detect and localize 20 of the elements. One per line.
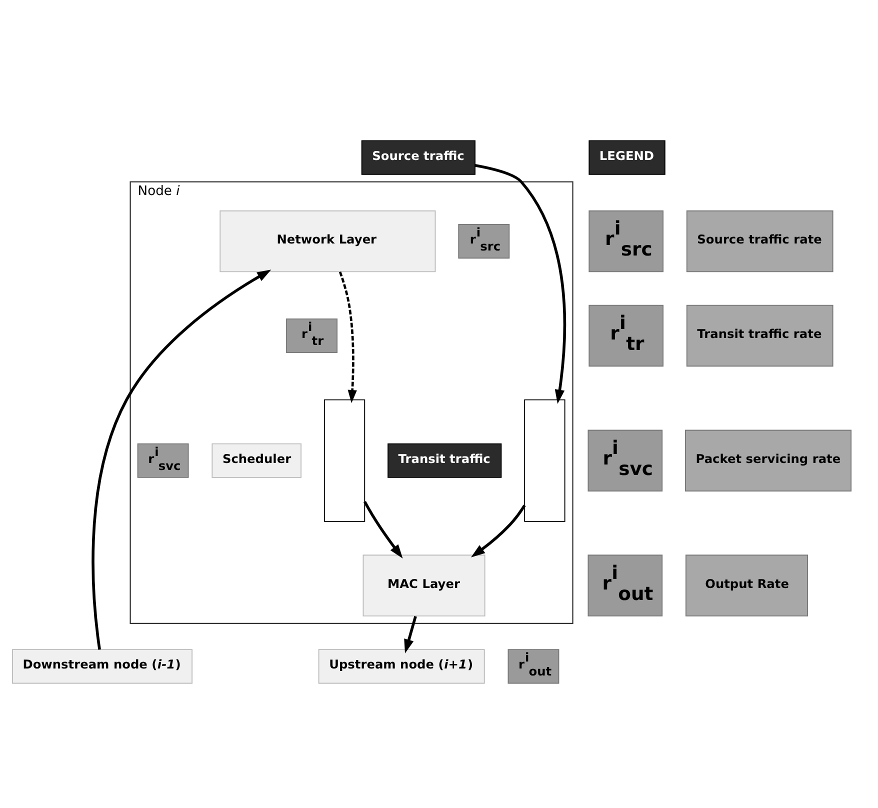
node-box: Upstream node (i+1): [318, 648, 485, 684]
arrow: [470, 504, 526, 557]
node-box: Source traffic rate: [686, 210, 834, 272]
node-box: Network Layer: [220, 210, 436, 272]
node-box: [324, 398, 366, 522]
node-box: Scheduler: [212, 442, 302, 478]
node-box: Downstream node (i-1): [12, 648, 193, 684]
arrow: [363, 500, 403, 558]
arrow: [92, 269, 272, 650]
node-box: [524, 398, 566, 522]
node-box: Packet servicing rate: [685, 429, 852, 491]
node-box: LEGEND: [588, 140, 666, 174]
node-box: MAC Layer: [362, 554, 486, 616]
node-box: Transit traffic: [388, 442, 502, 478]
node-box: Source traffic: [361, 140, 476, 174]
arrow: [474, 163, 566, 404]
arrow: [404, 615, 417, 653]
arrow: [338, 270, 357, 403]
node-box: Transit traffic rate: [686, 304, 834, 366]
node-box: Output Rate: [685, 554, 808, 616]
